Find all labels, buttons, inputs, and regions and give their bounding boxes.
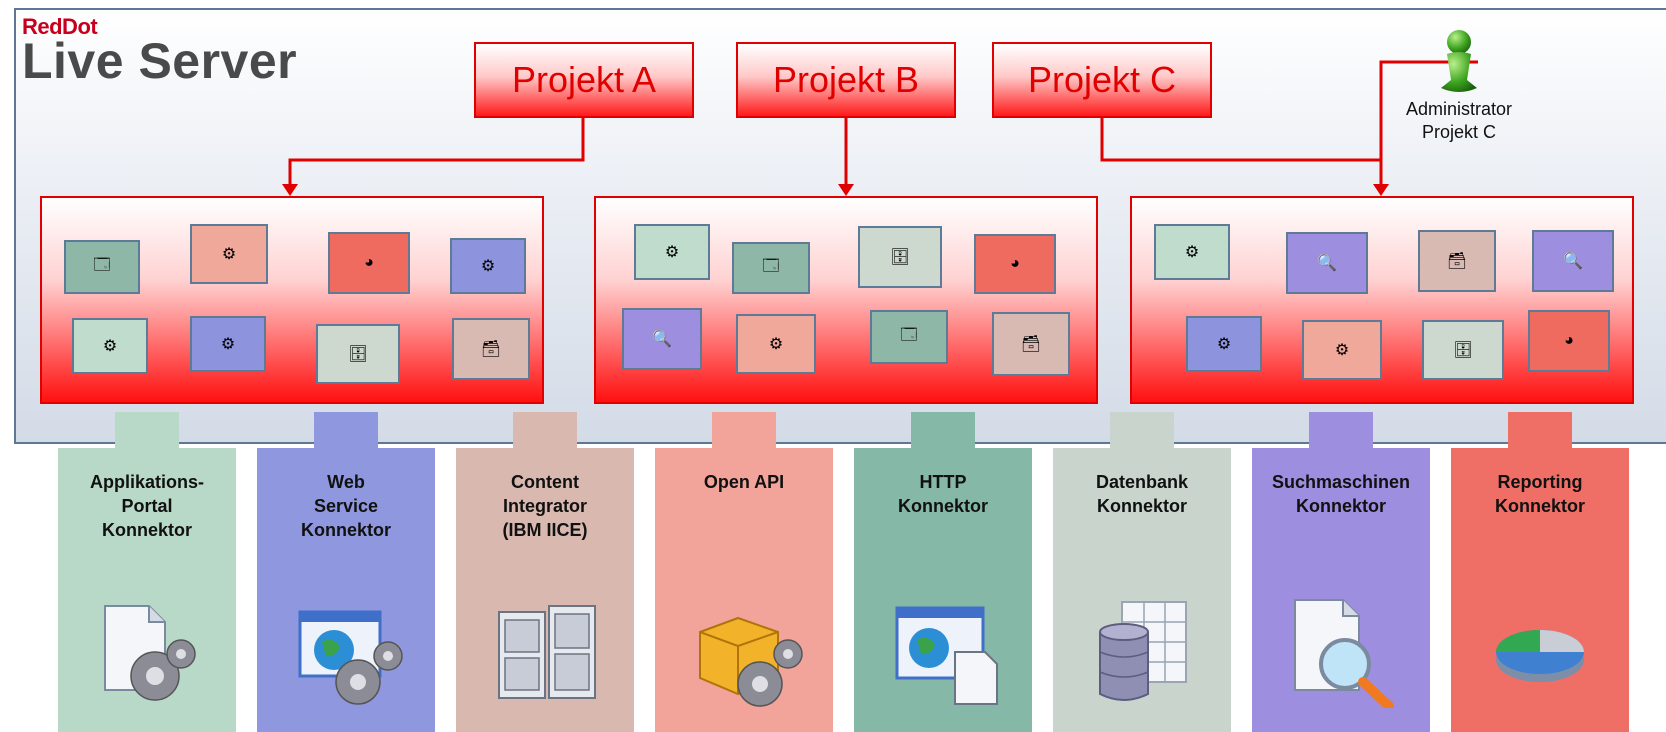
package-gears-icon: ⚙ (221, 246, 237, 263)
pie-chart-icon (1496, 630, 1584, 682)
document-gears-icon: ⚙ (102, 338, 118, 355)
project-c-label: Projekt C (1027, 59, 1177, 100)
document-gears-icon: ⚙ (664, 244, 680, 261)
pie-chart-icon: ◕ (1010, 255, 1020, 272)
reddot-live-server-logo: RedDot Live Server (22, 14, 298, 89)
search-document-icon (1294, 599, 1394, 708)
connector-tab (1110, 412, 1174, 452)
connector-datenbank[interactable]: Datenbank Konnektor (1053, 412, 1231, 732)
panel-c-database-tile[interactable]: 🗄 (1422, 320, 1504, 380)
connector-tab (314, 412, 378, 452)
panel-b-browser-document-tile[interactable]: 🗔 (732, 242, 810, 294)
browser-document-icon: 🗔 (93, 256, 111, 274)
project-a-panel: 🗔 ⚙ ◕ ⚙ ⚙ ⚙ 🗄 🗃 (40, 196, 544, 404)
document-gears-icon: ⚙ (1184, 244, 1200, 261)
connector-content-integrator[interactable]: Content Integrator (IBM IICE) (456, 412, 634, 732)
connector-reporting[interactable]: Reporting Konnektor (1451, 412, 1629, 732)
project-c-button[interactable]: Projekt C (992, 42, 1212, 118)
database-icon: 🗄 (1452, 342, 1474, 359)
administrator[interactable]: Administrator Projekt C (1404, 28, 1514, 144)
package-gears-icon: ⚙ (1334, 342, 1350, 359)
package-gears-icon: ⚙ (768, 336, 784, 353)
project-b-button[interactable]: Projekt B (736, 42, 956, 118)
panel-a-package-gears-tile[interactable]: ⚙ (190, 224, 268, 284)
globe-gears-icon: ⚙ (220, 336, 236, 353)
document-gears-icon (104, 605, 196, 701)
connector-http[interactable]: HTTP Konnektor (854, 412, 1032, 732)
panel-c-globe-gears-tile[interactable]: ⚙ (1186, 316, 1262, 372)
panel-b-search-document-tile[interactable]: 🔍 (622, 308, 702, 370)
connector-tab (1309, 412, 1373, 452)
panel-c-file-cabinet-tile[interactable]: 🗃 (1418, 230, 1496, 292)
project-a-button[interactable]: Projekt A (474, 42, 694, 118)
panel-b-database-tile[interactable]: 🗄 (858, 226, 942, 288)
browser-document-icon: 🗔 (762, 257, 780, 275)
search-document-icon: 🔍 (652, 331, 672, 348)
connector-tab (911, 412, 975, 452)
connector-label: Content Integrator (IBM IICE) (502, 472, 588, 540)
project-b-label: Projekt B (772, 59, 920, 100)
panel-a-pie-chart-tile[interactable]: ◕ (328, 232, 410, 294)
database-icon: 🗄 (347, 346, 369, 363)
user-icon (1441, 30, 1477, 92)
panel-a-database-tile[interactable]: 🗄 (316, 324, 400, 384)
globe-gears-icon (298, 610, 403, 705)
panel-c-pie-chart-tile[interactable]: ◕ (1528, 310, 1610, 372)
globe-gears-icon: ⚙ (480, 258, 496, 275)
logo-brand: RedDot (22, 14, 98, 39)
connector-label: Applikations- Portal Konnektor (89, 472, 204, 540)
project-b-panel: ⚙ 🗔 🗄 ◕ 🔍 ⚙ 🗔 🗃 (594, 196, 1098, 404)
database-icon: 🗄 (889, 249, 911, 266)
connector-web-service[interactable]: Web Service Konnektor (257, 412, 435, 732)
connector-label: Suchmaschinen Konnektor (1271, 472, 1411, 516)
panel-b-package-gears-tile[interactable]: ⚙ (736, 314, 816, 374)
panel-b-file-cabinet-tile[interactable]: 🗃 (992, 312, 1070, 376)
search-document-icon: 🔍 (1563, 253, 1583, 270)
panel-c-package-gears-tile[interactable]: ⚙ (1302, 320, 1382, 380)
file-cabinet-icon (498, 605, 596, 699)
panel-a-browser-document-tile[interactable]: 🗔 (64, 240, 140, 294)
connector-tab (513, 412, 577, 452)
connector-suchmaschinen[interactable]: Suchmaschinen Konnektor (1252, 412, 1430, 732)
logo-product: Live Server (22, 33, 298, 89)
connector-tab (712, 412, 776, 452)
connector-open-api[interactable]: Open API (655, 412, 833, 732)
file-cabinet-icon: 🗃 (1020, 336, 1042, 353)
panel-b-document-gears-tile[interactable]: ⚙ (634, 224, 710, 280)
project-c-panel: ⚙ 🔍 🗃 🔍 ⚙ ⚙ 🗄 ◕ (1130, 196, 1634, 404)
connector-tab (115, 412, 179, 452)
file-cabinet-icon: 🗃 (1446, 253, 1468, 270)
panel-a-document-gears-tile[interactable]: ⚙ (72, 318, 148, 374)
panel-b-pie-chart-tile[interactable]: ◕ (974, 234, 1056, 294)
administrator-label: Administrator Projekt C (1405, 99, 1513, 142)
browser-document-icon (895, 606, 998, 705)
package-gears-icon (699, 616, 803, 707)
pie-chart-icon: ◕ (364, 254, 374, 271)
connector-label: Web Service Konnektor (301, 472, 391, 540)
panel-a-file-cabinet-tile[interactable]: 🗃 (452, 318, 530, 380)
connector-tab (1508, 412, 1572, 452)
panel-c-document-gears-tile[interactable]: ⚙ (1154, 224, 1230, 280)
connector-label: HTTP Konnektor (898, 472, 988, 516)
connector-label: Reporting Konnektor (1495, 472, 1585, 516)
browser-document-icon: 🗔 (900, 326, 918, 344)
project-a-label: Projekt A (511, 59, 657, 100)
file-cabinet-icon: 🗃 (480, 341, 502, 358)
panel-c-search-document-tile[interactable]: 🔍 (1286, 232, 1368, 294)
panel-b-browser-document-tile-2[interactable]: 🗔 (870, 310, 948, 364)
connector-label: Datenbank Konnektor (1095, 472, 1189, 516)
search-document-icon: 🔍 (1317, 255, 1337, 272)
database-icon (1099, 601, 1187, 701)
connector-label: Open API (703, 472, 785, 492)
connector-applikations-portal[interactable]: Applikations- Portal Konnektor (58, 412, 236, 732)
panel-c-search-document-tile-2[interactable]: 🔍 (1532, 230, 1614, 292)
globe-gears-icon: ⚙ (1216, 336, 1232, 353)
panel-a-globe-gears-tile-2[interactable]: ⚙ (190, 316, 266, 372)
pie-chart-icon: ◕ (1564, 332, 1574, 349)
panel-a-globe-gears-tile[interactable]: ⚙ (450, 238, 526, 294)
